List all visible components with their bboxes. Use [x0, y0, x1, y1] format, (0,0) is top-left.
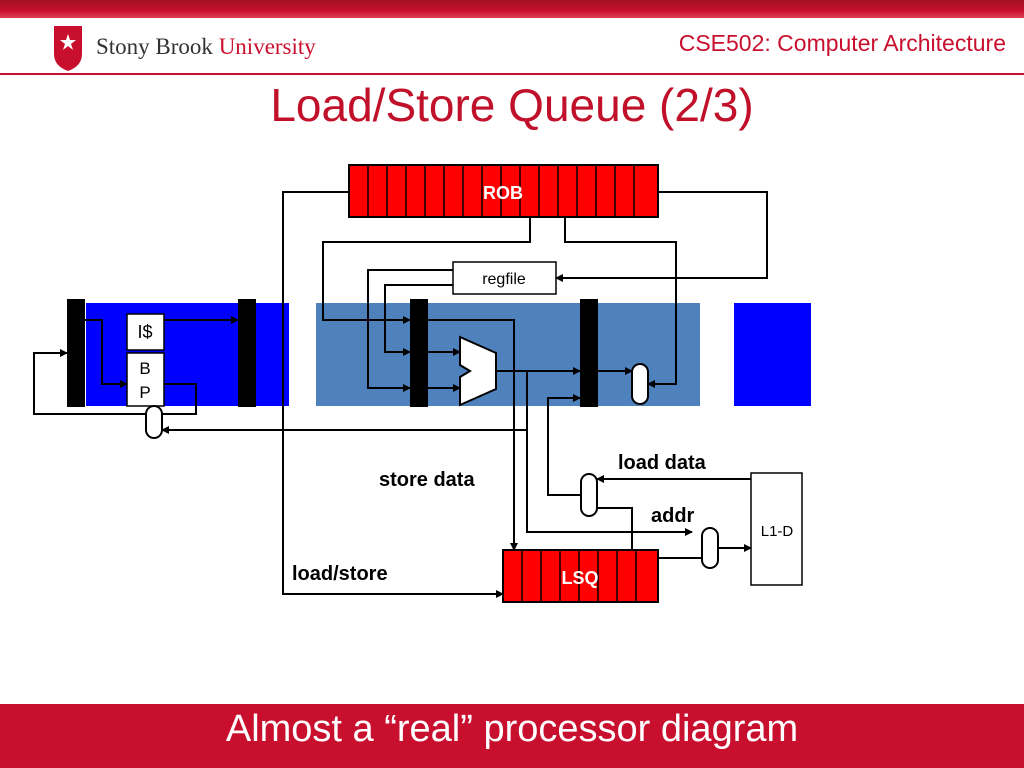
lsq-label: LSQ [561, 568, 598, 588]
rob-queue [348, 164, 659, 218]
branch-predictor-box [126, 352, 165, 407]
commit-stage-region [734, 303, 811, 406]
pipeline-latch-3 [410, 299, 428, 407]
logo-name: Stony Brook [96, 34, 213, 59]
rob-label: ROB [483, 183, 523, 203]
pipeline-latch-2 [238, 299, 256, 407]
l1d-cache-box [750, 472, 803, 586]
addr-mux [701, 527, 719, 569]
pipeline-latch-4 [580, 299, 598, 407]
logo-university: University [218, 34, 316, 59]
top-accent-bar [0, 0, 1024, 18]
slide-caption: Almost a “real” processor diagram [225, 708, 799, 750]
bp-label-line2: P [139, 383, 150, 402]
shield-icon [54, 26, 82, 71]
addr-label: addr [651, 505, 695, 527]
slide-title: Load/Store Queue (2/3) [270, 79, 754, 131]
regfile-label: regfile [482, 271, 526, 288]
l1d-label: L1-D [761, 523, 794, 540]
bottom-bar [0, 704, 1024, 768]
processor-diagram: I$ B P ROB regfile LSQ L1-D [33, 164, 811, 603]
lsq-queue [502, 549, 659, 603]
fetch-stage-region [86, 303, 289, 406]
course-title: CSE502: Computer Architecture [678, 30, 1006, 56]
university-logo: Stony Brook University [52, 24, 352, 72]
logo-wordmark: Stony Brook University [96, 34, 316, 60]
icache-box [126, 313, 165, 351]
pc-mux [145, 405, 163, 439]
load-data-label: load data [618, 452, 707, 474]
icache-label: I$ [137, 322, 152, 342]
load-store-label: load/store [292, 563, 388, 585]
bp-label-line1: B [139, 359, 150, 378]
store-data-label: store data [379, 469, 475, 491]
datapath-wires [33, 191, 768, 598]
header-divider [0, 73, 1024, 75]
writeback-mux [631, 363, 649, 405]
load-data-mux [580, 473, 598, 517]
pipeline-latch-1 [67, 299, 85, 407]
